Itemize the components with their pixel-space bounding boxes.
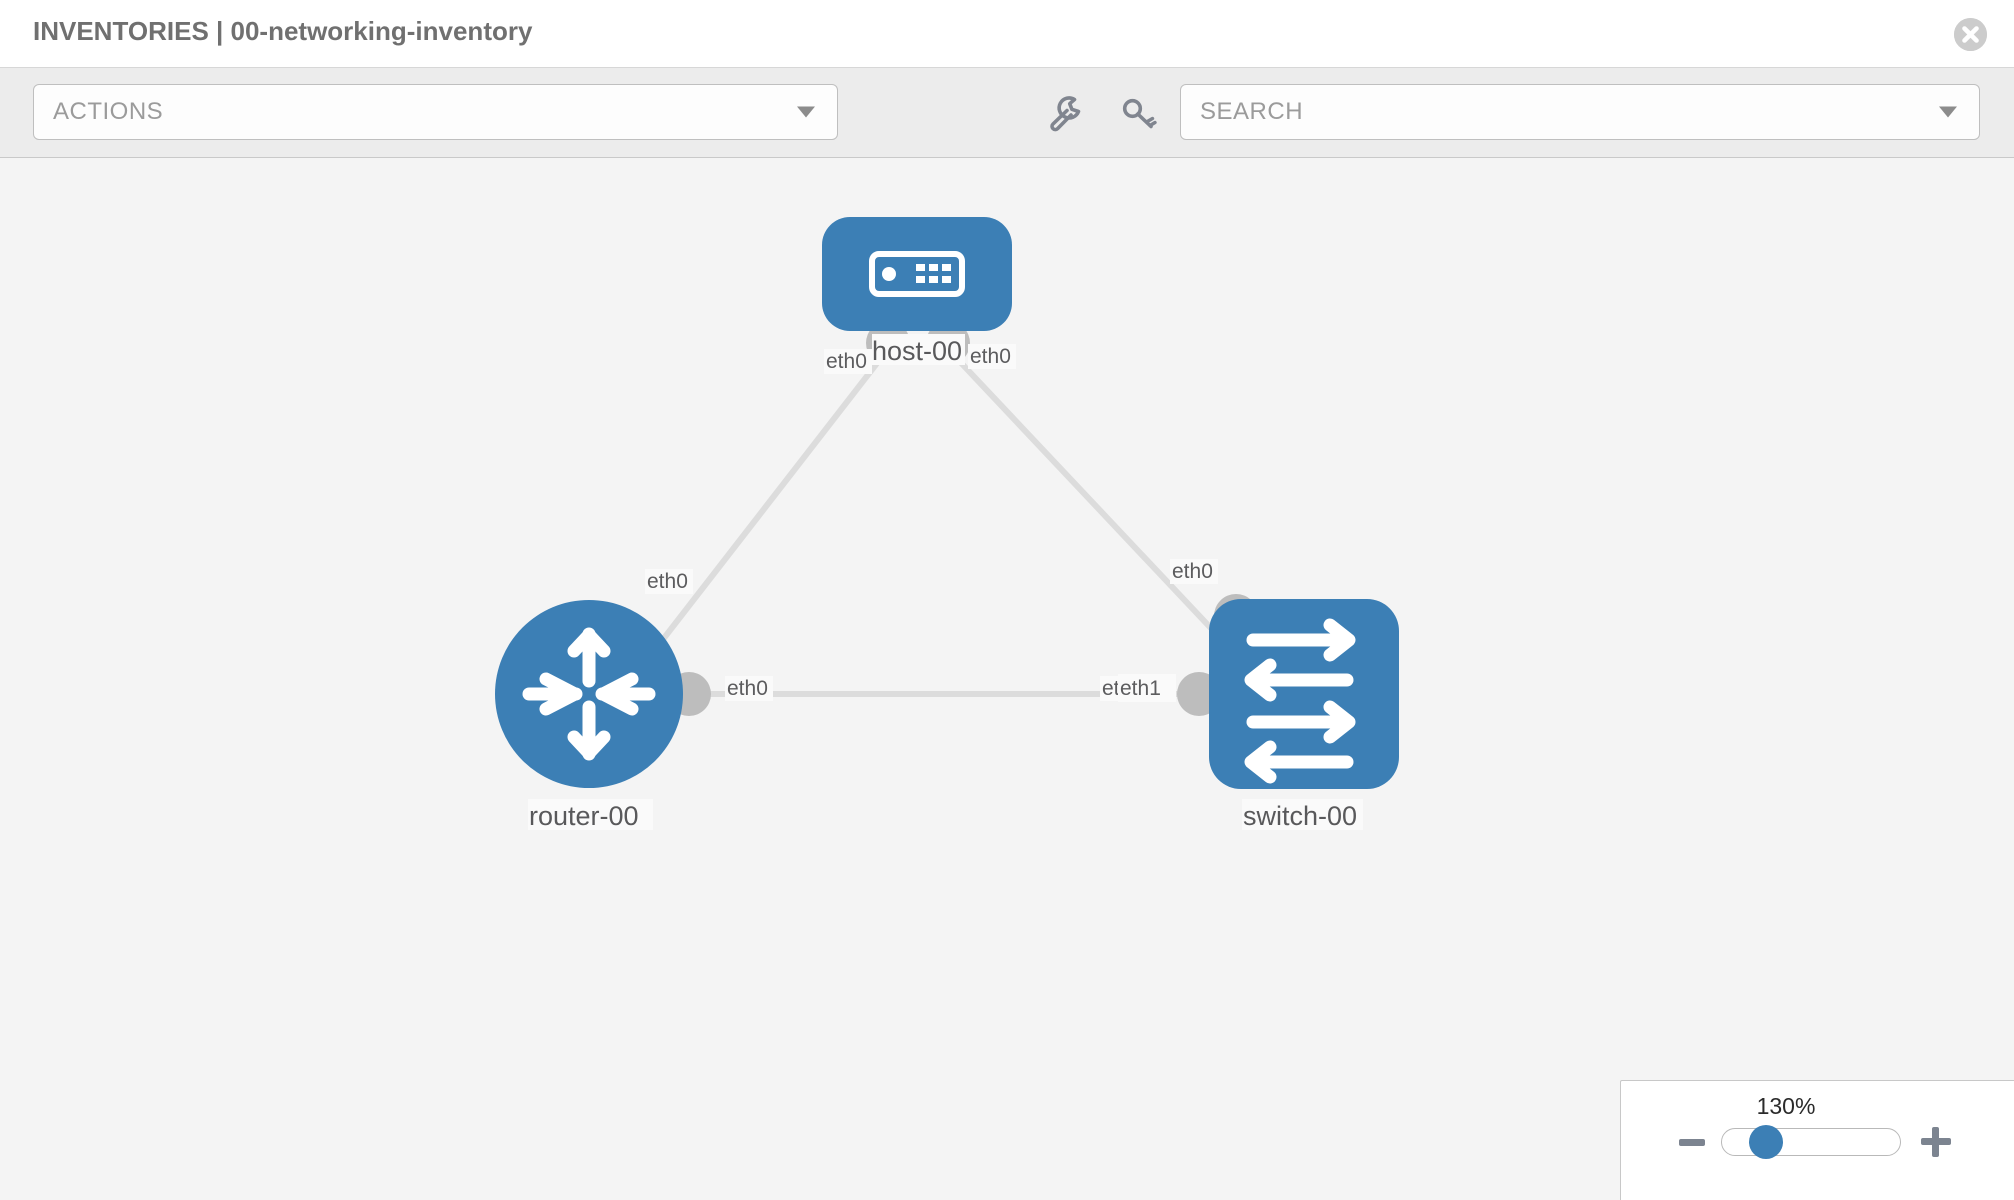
search-placeholder: SEARCH [1200, 98, 1304, 125]
topology-labels: host-00 eth0 eth0 eth0 eth0 eth0 eth [528, 334, 1363, 831]
zoom-slider-track[interactable] [1721, 1128, 1901, 1156]
topology-canvas[interactable]: host-00 eth0 eth0 eth0 eth0 eth0 eth [0, 159, 2014, 1200]
node-label-host: host-00 [872, 336, 962, 366]
topology-graph[interactable]: host-00 eth0 eth0 eth0 eth0 eth0 eth [0, 159, 2014, 1200]
zoom-control-panel: 130% [1620, 1080, 2014, 1200]
iface-label-switch-up: eth0 [1172, 560, 1213, 583]
key-icon[interactable] [1118, 93, 1158, 133]
node-label-router: router-00 [529, 801, 639, 831]
link-host-switch[interactable] [945, 346, 1243, 662]
switch-arrows-icon [1244, 618, 1356, 784]
page-title: INVENTORIES | 00-networking-inventory [33, 16, 533, 46]
chevron-down-icon [797, 106, 815, 118]
zoom-level-label: 130% [1756, 1093, 1816, 1119]
iface-label-switch-left: eth1 [1120, 677, 1161, 700]
iface-label-host-left: eth0 [826, 350, 867, 373]
actions-dropdown[interactable]: ACTIONS [33, 84, 838, 140]
router-arrows-icon [522, 627, 656, 761]
node-label-switch: switch-00 [1243, 801, 1357, 831]
node-router-00[interactable] [495, 600, 683, 788]
node-switch-00[interactable] [1209, 599, 1399, 789]
zoom-slider-thumb[interactable] [1749, 1125, 1783, 1159]
node-host-00[interactable] [822, 217, 1012, 331]
host-node-shape[interactable] [822, 217, 1012, 331]
zoom-in-button[interactable] [1921, 1127, 1951, 1157]
close-icon[interactable] [1954, 18, 1987, 51]
wrench-icon[interactable] [1045, 93, 1085, 133]
toolbar: ACTIONS SEARCH [0, 68, 2014, 158]
chevron-down-icon [1939, 106, 1957, 118]
link-host-router[interactable] [637, 347, 891, 671]
search-input[interactable]: SEARCH [1180, 84, 1980, 140]
iface-label-router-up: eth0 [647, 570, 688, 593]
actions-dropdown-label: ACTIONS [53, 98, 164, 125]
iface-label-host-right: eth0 [970, 345, 1011, 368]
router-node-shape[interactable] [495, 600, 683, 788]
zoom-out-button[interactable] [1679, 1139, 1705, 1146]
page-header: INVENTORIES | 00-networking-inventory [0, 0, 2014, 68]
server-icon [869, 251, 965, 297]
iface-label-router-right: eth0 [727, 677, 768, 700]
topology-links [637, 346, 1243, 697]
